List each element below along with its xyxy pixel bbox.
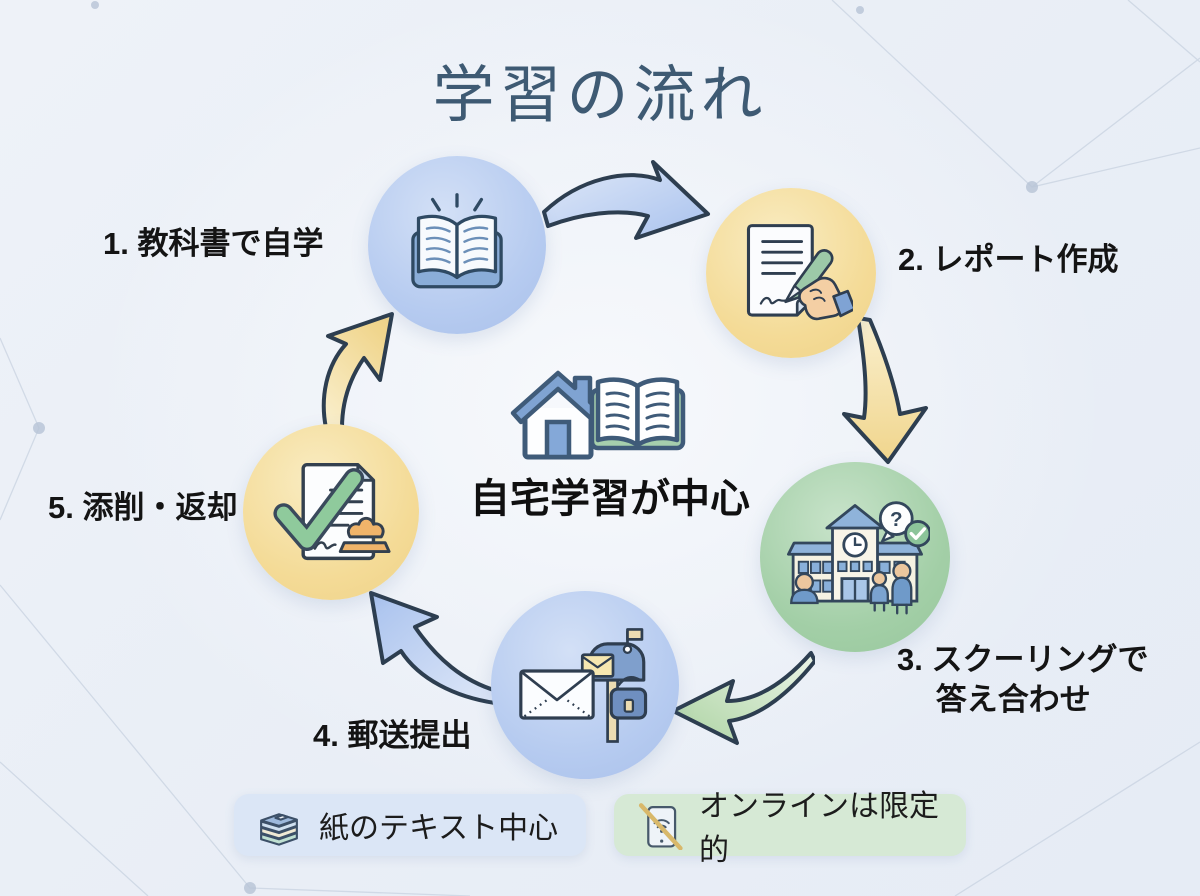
school-icon: ? bbox=[787, 500, 930, 614]
open-book-icon bbox=[589, 377, 686, 451]
legend-paper-text: 紙のテキスト中心 bbox=[234, 794, 586, 856]
mailbox-icon bbox=[519, 628, 648, 743]
report-writing-icon bbox=[746, 224, 853, 321]
tablet-no-wifi-icon bbox=[634, 800, 684, 850]
question-mark-glyph: ? bbox=[890, 508, 903, 531]
step3-label: 3. スクーリングで 答え合わせ bbox=[897, 642, 1149, 717]
legend-online-limited: オンラインは限定的 bbox=[614, 790, 966, 867]
step1-circle bbox=[368, 156, 546, 334]
step5-circle bbox=[243, 424, 419, 600]
legend-paper-text-label: 紙のテキスト中心 bbox=[319, 812, 559, 845]
step5-label: 5. 添削・返却 bbox=[48, 490, 238, 525]
graded-report-icon bbox=[273, 462, 391, 561]
center-label: 自宅学習が中心 bbox=[470, 477, 750, 521]
page-title: 学習の流れ bbox=[432, 61, 768, 130]
arrow-step1-to-step2 bbox=[542, 160, 710, 240]
legend-online-limited-label: オンラインは限定的 bbox=[699, 790, 939, 867]
arrow-step4-to-step5 bbox=[369, 591, 499, 705]
step4-circle bbox=[491, 591, 679, 779]
step1-label: 1. 教科書で自学 bbox=[103, 226, 324, 261]
arrow-step2-to-step3 bbox=[842, 316, 928, 464]
arrow-step5-to-step1 bbox=[321, 312, 394, 430]
step3-circle: ? bbox=[760, 462, 950, 652]
book-stack-icon bbox=[254, 800, 304, 850]
arrow-step3-to-step4 bbox=[671, 651, 815, 745]
step2-circle bbox=[706, 188, 876, 358]
house-icon bbox=[510, 370, 606, 460]
step4-label: 4. 郵送提出 bbox=[313, 718, 472, 753]
step2-label: 2. レポート作成 bbox=[898, 242, 1119, 277]
open-textbook-icon bbox=[411, 193, 503, 289]
